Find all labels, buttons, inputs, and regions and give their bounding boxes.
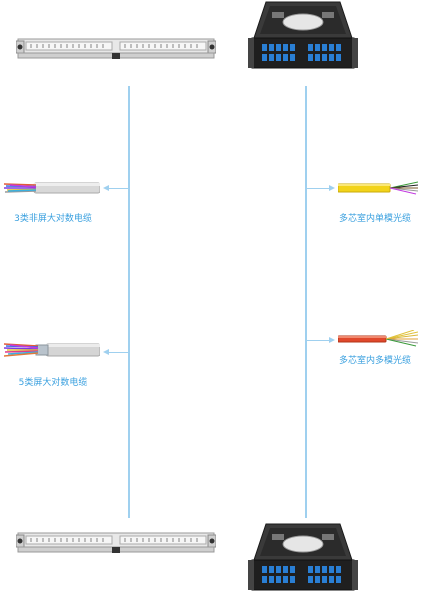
cable4-arrow-icon [329, 337, 335, 343]
left-connector-line [128, 86, 130, 518]
cable3-arrow-icon [329, 185, 335, 191]
cat5-cable-label: 5类屏大对数电缆 [18, 378, 88, 388]
patch-panel-bottom-left [16, 532, 216, 553]
fiber-drawer-top-right [248, 1, 358, 69]
singlemode-fiber-cable-image [338, 181, 418, 195]
patch-panel-top-left [16, 38, 216, 59]
multimode-fiber-cable-image [338, 330, 418, 347]
cat3-cable-label: 3类非屏大对数电缆 [14, 214, 92, 224]
cable1-arrow-icon [103, 185, 109, 191]
cable4-connector-horizontal [306, 340, 330, 341]
multimode-fiber-label: 多芯室内多模光缆 [338, 356, 411, 366]
cable1-connector-horizontal [108, 188, 129, 189]
cat5-shielded-copper-cable-image [4, 343, 100, 357]
singlemode-fiber-label: 多芯室内单模光缆 [338, 214, 411, 224]
fiber-drawer-bottom-right [248, 523, 358, 591]
cat3-copper-cable-image [4, 182, 100, 194]
cable2-connector-horizontal [108, 352, 129, 353]
cable3-connector-horizontal [306, 188, 330, 189]
cable2-arrow-icon [103, 349, 109, 355]
right-connector-line [305, 86, 307, 518]
